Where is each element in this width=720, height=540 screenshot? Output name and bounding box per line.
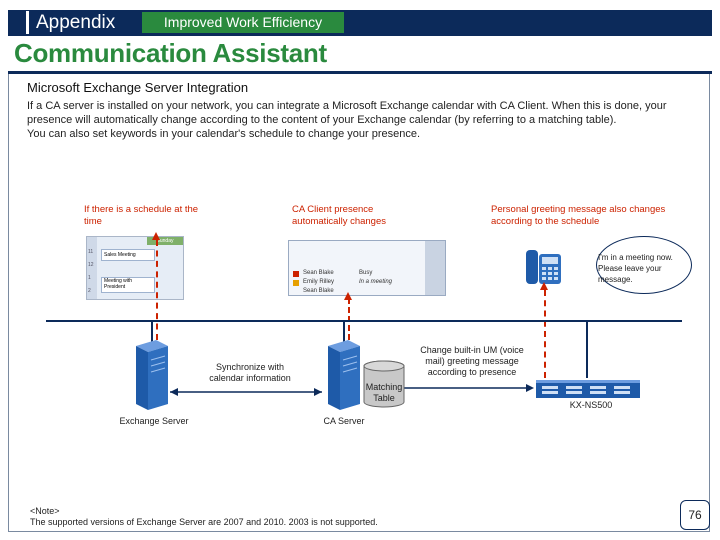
section-subheading: Microsoft Exchange Server Integration (27, 80, 249, 95)
ca-contact-status: Busy (359, 270, 373, 276)
greeting-message: I'm in a meeting now. Please leave your … (598, 253, 673, 284)
schedule-arrow-head (152, 232, 160, 240)
label-um: Change built-in UM (voice mail) greeting… (420, 345, 524, 377)
sync-arrow-right (314, 388, 322, 396)
presence-arrow-head (344, 292, 352, 300)
header-divider (26, 11, 29, 34)
exchange-server-icon (136, 340, 168, 410)
matching-table-cylinder (363, 366, 405, 408)
calendar-event: Meeting with President (101, 277, 155, 293)
speech-bubble (596, 236, 692, 294)
label-ca-server: CA Server (323, 416, 365, 426)
page-number: 76 (680, 500, 710, 530)
calendar-event: Sales Meeting (101, 249, 155, 261)
ca-contact-name: Sean Blake (303, 288, 334, 294)
label-matching-table: Matching Table (365, 382, 403, 403)
content-frame (8, 74, 710, 532)
calendar-day-header: Sunday (147, 237, 183, 245)
label-presence: CA Client presence automatically changes (292, 204, 386, 227)
meeting-status-icon (293, 280, 299, 286)
phone-icon (526, 250, 561, 284)
ca-server-icon (328, 340, 360, 410)
busy-status-icon (293, 271, 299, 277)
ca-drop-line (343, 320, 345, 342)
intro-text: If a CA server is installed on your netw… (27, 99, 707, 141)
pbx-icon (536, 380, 640, 398)
ca-client-scrollbar (425, 241, 445, 295)
intro-paragraph-1: If a CA server is installed on your netw… (27, 100, 667, 126)
greeting-arrow-head (540, 282, 548, 290)
header-bar (8, 10, 712, 36)
ca-contact-name: Sean Blake (303, 270, 334, 276)
network-line (46, 320, 682, 322)
calendar-hour-column (87, 237, 97, 299)
ca-contact-name: Emily Rilley (303, 279, 335, 285)
calendar-hour: 2 (88, 288, 91, 294)
category-badge: Improved Work Efficiency (142, 12, 344, 33)
calendar-screenshot: Sunday 11 12 1 2 Sales Meeting Meeting w… (86, 236, 184, 300)
title-rule (8, 71, 712, 74)
exchange-drop-line (151, 320, 153, 342)
label-schedule: If there is a schedule at the time (84, 204, 199, 227)
greeting-dashed-arrow (544, 290, 546, 378)
intro-paragraph-2: You can also set keywords in your calend… (27, 128, 421, 140)
label-pbx-model: KX-NS500 (569, 400, 613, 410)
note-text: The supported versions of Exchange Serve… (30, 517, 378, 527)
schedule-dashed-arrow (156, 240, 158, 340)
pbx-drop-line (586, 320, 588, 378)
appendix-label: Appendix (36, 12, 116, 33)
label-sync: Synchronize with calendar information (209, 362, 291, 383)
calendar-hour: 1 (88, 275, 91, 281)
matching-table-cylinder-cap (363, 360, 405, 372)
page-title: Communication Assistant (14, 38, 327, 68)
sync-arrow-left (170, 388, 178, 396)
label-greeting: Personal greeting message also changes a… (491, 204, 666, 227)
presence-dashed-arrow (348, 298, 350, 340)
um-arrow-head (526, 384, 534, 392)
ca-client-screenshot: Sean Blake Busy Emily Rilley In a meetin… (288, 240, 446, 296)
note-label: <Note> (30, 506, 60, 516)
calendar-hour: 11 (88, 249, 94, 255)
calendar-hour: 12 (88, 262, 94, 268)
ca-contact-status: In a meeting (359, 279, 393, 285)
label-exchange-server: Exchange Server (119, 416, 189, 426)
